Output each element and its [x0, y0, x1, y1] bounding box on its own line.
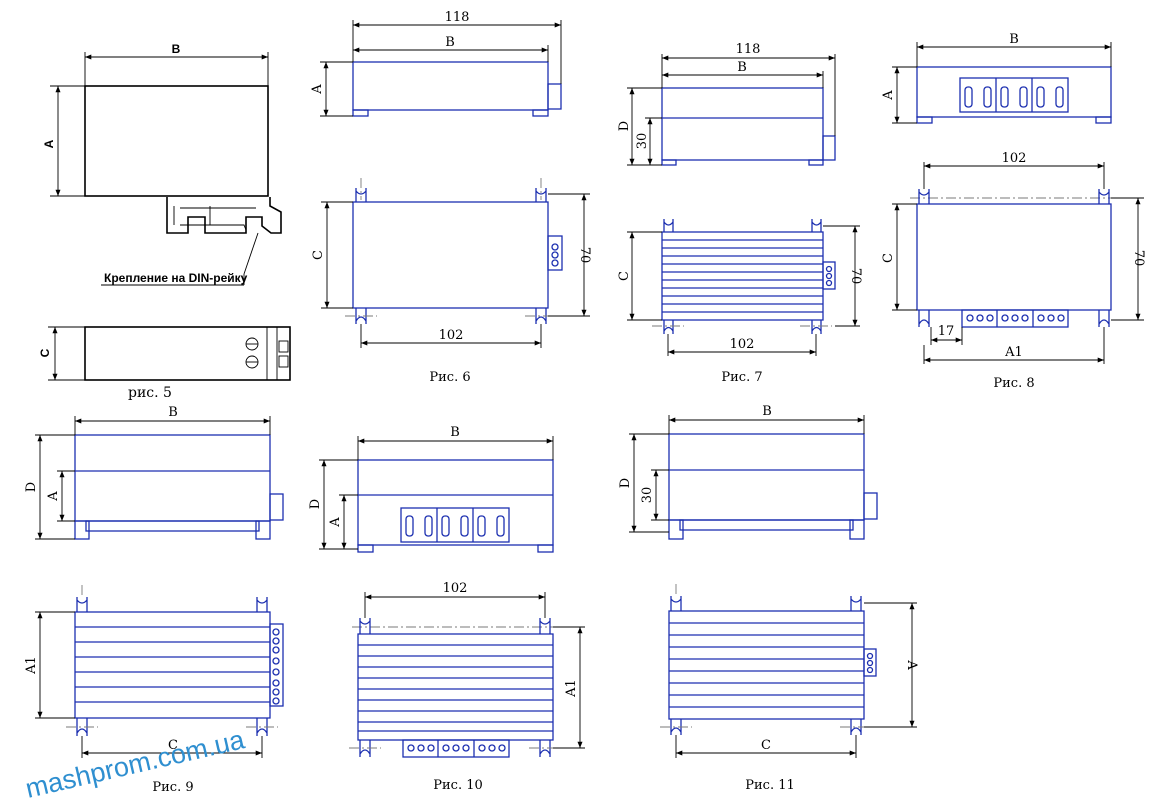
fig6-dim-102: 102 — [439, 328, 464, 343]
fig6-dim-b: B — [445, 35, 455, 50]
fig11-caption: Рис. 11 — [745, 778, 795, 793]
fig7-caption: Рис. 7 — [721, 370, 762, 385]
fig11-dim-30: 30 — [640, 487, 655, 504]
fig5-dim-a: A — [42, 139, 56, 148]
fig8-plan-view — [910, 189, 1118, 328]
fig6-top-view — [352, 61, 562, 117]
fig9-plan-view — [74, 597, 284, 736]
fig6-plan-view — [352, 188, 563, 324]
fig10-top-view — [357, 459, 554, 553]
figure-11: B D 30 — [618, 404, 919, 793]
fig10-dim-a: A — [328, 517, 343, 528]
fig9-top-view — [74, 434, 284, 540]
fig10-dim-a1: A1 — [564, 679, 579, 698]
fig6-dim-c: C — [311, 250, 326, 260]
fig9-caption: Рис. 9 — [152, 780, 193, 795]
fig6-dim-118: 118 — [445, 10, 470, 25]
fig10-dim-b: B — [450, 425, 460, 440]
fig9-dim-a: A — [46, 491, 61, 502]
fig8-caption: Рис. 8 — [993, 376, 1034, 391]
fig5-caption: рис. 5 — [128, 385, 172, 401]
fig10-dim-d: D — [308, 499, 323, 509]
fig7-dim-d: D — [617, 121, 632, 131]
fig9-dim-a1: A1 — [24, 656, 39, 675]
fig7-dim-102: 102 — [730, 337, 755, 352]
fig5-front-view — [84, 85, 282, 234]
fig8-dim-a1: A1 — [1004, 345, 1023, 360]
figure-9: B D A — [24, 405, 284, 795]
fig5-side-view — [84, 326, 291, 381]
fig10-plan-view — [352, 618, 560, 758]
figure-6: 118 B A C 70 102 — [310, 10, 592, 385]
fig8-dim-17: 17 — [938, 324, 955, 339]
fig7-plan-view — [661, 219, 836, 334]
figure-7: 118 B D 30 — [617, 42, 863, 385]
fig7-top-view — [661, 87, 836, 166]
fig7-dim-70: 70 — [848, 268, 863, 285]
fig11-dim-d: D — [618, 478, 633, 488]
fig5-dim-b: B — [172, 42, 181, 56]
fig8-dim-a: A — [881, 90, 896, 101]
fig9-dim-b: B — [168, 405, 178, 420]
watermark: mashprom.com.ua — [23, 724, 249, 804]
fig11-dim-a: A — [904, 659, 919, 670]
fig11-top-view — [668, 433, 878, 540]
fig5-dim-c: C — [38, 348, 52, 357]
figure-8: B A 102 C 70 — [881, 32, 1146, 391]
fig9-dim-d: D — [24, 482, 39, 492]
fig8-dim-b: B — [1009, 32, 1019, 47]
fig6-dim-70: 70 — [577, 247, 592, 264]
fig5-din-rail-callout: Крепление на DIN-рейку — [104, 271, 248, 285]
fig8-dim-70: 70 — [1131, 250, 1146, 267]
fig8-dim-102: 102 — [1002, 151, 1027, 166]
fig8-dim-c: C — [881, 253, 896, 263]
fig6-dim-a: A — [310, 84, 325, 95]
fig7-dim-c: C — [617, 271, 632, 281]
fig11-dim-c: C — [761, 738, 771, 753]
figure-5: B A Крепление на DIN-рейку C рис. 5 — [38, 42, 291, 401]
fig9-dim-c: C — [168, 738, 178, 753]
fig7-dim-b: B — [737, 60, 747, 75]
fig7-dim-30: 30 — [635, 133, 650, 150]
fig7-dim-118: 118 — [736, 42, 761, 57]
fig10-caption: Рис. 10 — [433, 778, 483, 793]
fig6-caption: Рис. 6 — [429, 370, 470, 385]
fig11-plan-view — [668, 596, 877, 735]
fig8-top-view — [916, 66, 1112, 124]
fig11-dim-b: B — [762, 404, 772, 419]
fig10-dim-102: 102 — [443, 581, 468, 596]
figure-10: B D A — [308, 425, 585, 793]
